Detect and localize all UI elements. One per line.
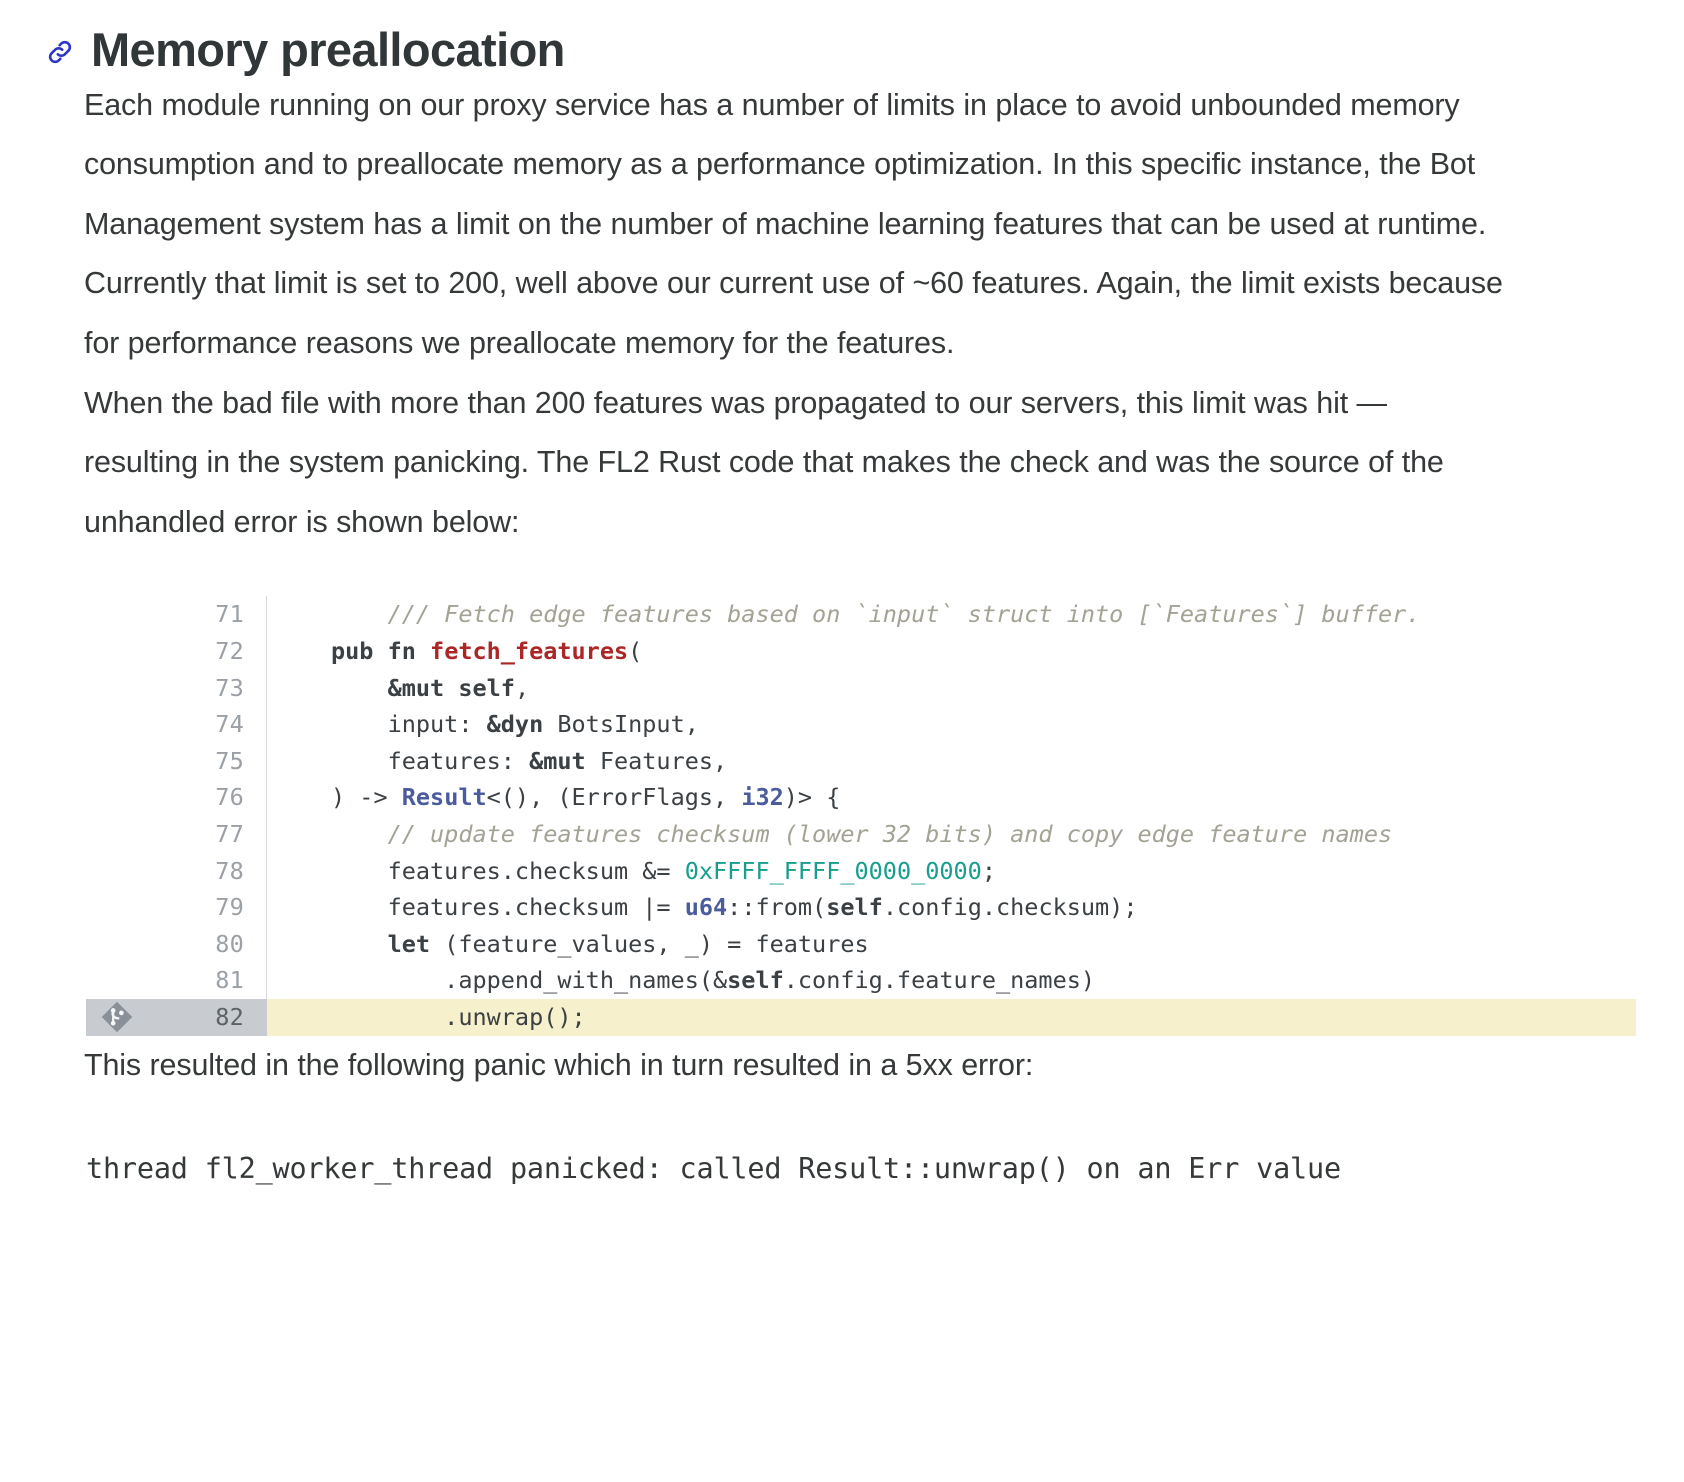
code-token-plain: .append_with_names(& bbox=[331, 966, 728, 995]
code-gutter: 74 bbox=[86, 706, 267, 743]
code-line: 79 features.checksum |= u64::from(self.c… bbox=[86, 889, 1636, 926]
code-token-plain: features: bbox=[331, 746, 530, 775]
code-block[interactable]: 71 /// Fetch edge features based on `inp… bbox=[86, 596, 1636, 1036]
code-text[interactable]: ) -> Result<(), (ErrorFlags, i32)> { bbox=[267, 779, 1636, 816]
paragraph-2: When the bad file with more than 200 fea… bbox=[84, 385, 1444, 539]
code-gutter: 71 bbox=[86, 596, 267, 634]
code-text[interactable]: input: &dyn BotsInput, bbox=[267, 706, 1636, 743]
code-line: 72 pub fn fetch_features( bbox=[86, 633, 1636, 670]
code-token-plain: ::from( bbox=[727, 893, 827, 922]
code-token-plain bbox=[331, 816, 388, 853]
code-token-plain: ( bbox=[628, 637, 643, 666]
code-token-plain: BotsInput, bbox=[557, 710, 699, 739]
code-text[interactable]: pub fn fetch_features( bbox=[267, 633, 1636, 670]
code-gutter: 73 bbox=[86, 669, 267, 707]
code-text[interactable]: let (feature_values, _) = features bbox=[267, 926, 1636, 963]
line-number[interactable]: 78 bbox=[215, 856, 244, 885]
code-token-plain: ; bbox=[981, 856, 996, 885]
code-text[interactable]: features.checksum |= u64::from(self.conf… bbox=[267, 889, 1636, 926]
code-token-plain: .config.feature_names) bbox=[783, 966, 1096, 995]
paragraph-1: Each module running on our proxy service… bbox=[84, 87, 1503, 361]
code-text[interactable]: &mut self, bbox=[267, 670, 1636, 707]
code-token-kw: pub fn bbox=[331, 637, 431, 666]
code-token-plain bbox=[331, 596, 388, 633]
code-text[interactable]: // update features checksum (lower 32 bi… bbox=[267, 816, 1636, 853]
code-line: 76 ) -> Result<(), (ErrorFlags, i32)> { bbox=[86, 779, 1636, 816]
code-token-comment: /// Fetch edge features based on `input`… bbox=[387, 600, 1421, 629]
code-token-plain: features.checksum |= bbox=[331, 893, 685, 922]
code-token-comment: // update features checksum (lower 32 bi… bbox=[387, 820, 1393, 848]
code-token-type: i32 bbox=[741, 783, 784, 812]
line-number[interactable]: 72 bbox=[215, 637, 244, 666]
code-gutter: 79 bbox=[86, 889, 267, 926]
code-line: 81 .append_with_names(&self.config.featu… bbox=[86, 962, 1636, 999]
line-number[interactable]: 81 bbox=[215, 966, 244, 995]
code-text[interactable]: .unwrap(); bbox=[267, 998, 1636, 1036]
code-gutter: 78 bbox=[86, 852, 267, 890]
code-token-plain: (feature_values, _) = features bbox=[430, 929, 869, 958]
line-number[interactable]: 82 bbox=[215, 1002, 244, 1031]
code-gutter: 72 bbox=[86, 633, 267, 670]
code-text[interactable]: /// Fetch edge features based on `input`… bbox=[267, 596, 1636, 633]
code-line: 75 features: &mut Features, bbox=[86, 742, 1636, 780]
code-token-self: self bbox=[458, 673, 515, 702]
code-text[interactable]: .append_with_names(&self.config.feature_… bbox=[267, 962, 1636, 999]
panic-output-text: thread fl2_worker_thread panicked: calle… bbox=[86, 1152, 1341, 1186]
code-line: 82 .unwrap(); bbox=[86, 998, 1636, 1036]
code-gutter: 77 bbox=[86, 816, 267, 853]
page-title: Memory preallocation bbox=[91, 23, 565, 76]
code-token-plain: , bbox=[514, 673, 530, 702]
link-chain-icon[interactable] bbox=[45, 37, 75, 67]
code-token-plain: .unwrap(); bbox=[331, 1002, 586, 1031]
article-body: Each module running on our proxy service… bbox=[0, 76, 1534, 553]
code-token-kw: &mut bbox=[331, 673, 459, 702]
code-token-plain: <(), (ErrorFlags, bbox=[486, 783, 742, 812]
section-heading: Memory preallocation bbox=[0, 0, 1684, 76]
code-token-fn: fetch_features bbox=[430, 637, 629, 666]
line-number[interactable]: 71 bbox=[215, 600, 244, 629]
code-token-plain: input: bbox=[331, 710, 487, 739]
code-token-type: Result bbox=[401, 783, 487, 812]
line-number[interactable]: 77 bbox=[215, 820, 244, 848]
code-token-kw: let bbox=[387, 929, 431, 958]
code-token-plain: Features, bbox=[599, 746, 728, 775]
code-token-num: 0xFFFF_FFFF_0000_0000 bbox=[684, 856, 982, 885]
code-text[interactable]: features: &mut Features, bbox=[267, 743, 1636, 780]
code-token-self: self bbox=[826, 893, 883, 922]
code-gutter: 76 bbox=[86, 779, 267, 816]
code-line: 74 input: &dyn BotsInput, bbox=[86, 706, 1636, 743]
code-token-plain: )> { bbox=[783, 783, 841, 812]
code-gutter: 75 bbox=[86, 742, 267, 780]
paragraph-3: This resulted in the following panic whi… bbox=[84, 1047, 1034, 1082]
code-line: 77 // update features checksum (lower 32… bbox=[86, 816, 1636, 853]
line-number[interactable]: 74 bbox=[215, 710, 244, 739]
code-token-plain: features.checksum &= bbox=[331, 856, 685, 885]
code-token-type: u64 bbox=[684, 893, 728, 922]
code-gutter: 81 bbox=[86, 962, 267, 999]
code-token-plain: ) -> bbox=[331, 783, 402, 812]
code-line: 73 &mut self, bbox=[86, 669, 1636, 707]
code-line: 80 let (feature_values, _) = features bbox=[86, 925, 1636, 963]
code-line: 78 features.checksum &= 0xFFFF_FFFF_0000… bbox=[86, 852, 1636, 890]
line-number[interactable]: 80 bbox=[215, 929, 244, 958]
git-logo-icon[interactable] bbox=[100, 1000, 134, 1034]
article-body-2: This resulted in the following panic whi… bbox=[0, 1036, 1534, 1096]
code-token-kw: &dyn bbox=[486, 710, 558, 739]
code-token-plain bbox=[331, 926, 388, 963]
line-number[interactable]: 79 bbox=[215, 893, 244, 922]
code-token-kw: &mut bbox=[529, 746, 600, 775]
line-number[interactable]: 76 bbox=[215, 783, 244, 812]
code-line: 71 /// Fetch edge features based on `inp… bbox=[86, 596, 1636, 634]
code-gutter: 82 bbox=[86, 998, 267, 1036]
code-text[interactable]: features.checksum &= 0xFFFF_FFFF_0000_00… bbox=[267, 853, 1636, 890]
code-token-plain: .config.checksum); bbox=[882, 893, 1138, 922]
line-number[interactable]: 75 bbox=[215, 746, 244, 775]
code-token-self: self bbox=[727, 966, 784, 995]
line-number[interactable]: 73 bbox=[215, 673, 244, 702]
code-gutter: 80 bbox=[86, 925, 267, 963]
